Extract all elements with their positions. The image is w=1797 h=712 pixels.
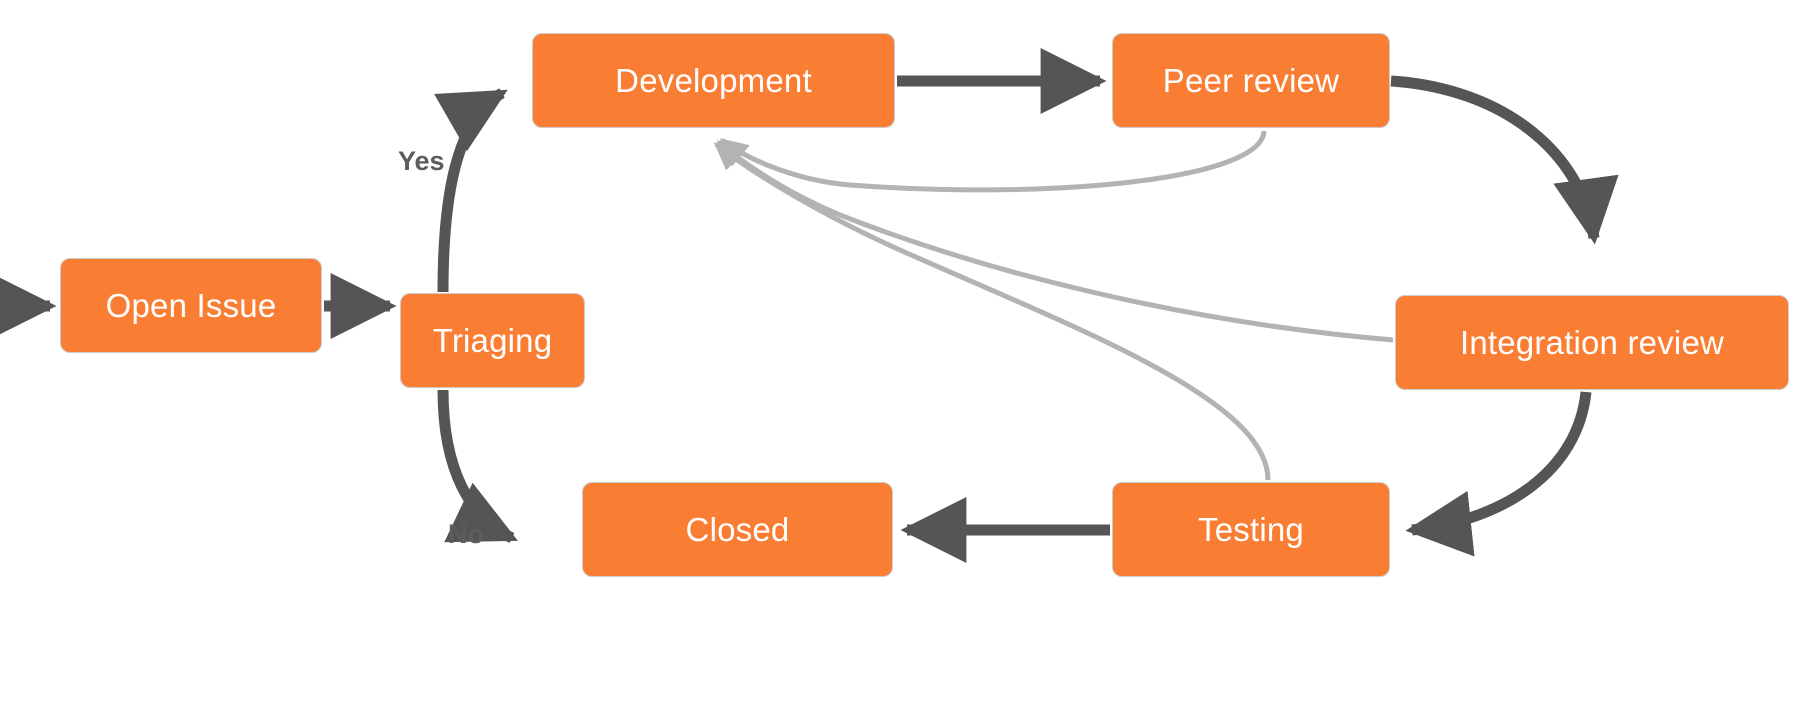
edge-peer-review-to-development bbox=[719, 130, 1267, 193]
node-label-triaging: Triaging bbox=[432, 322, 553, 359]
node-peer-review[interactable]: Peer review bbox=[1112, 33, 1390, 128]
node-development[interactable]: Development bbox=[532, 33, 895, 128]
node-integration-review[interactable]: Integration review bbox=[1395, 295, 1789, 390]
edge-triaging-to-closed bbox=[437, 389, 518, 543]
edge-integration-review-to-development bbox=[716, 140, 1394, 343]
node-triaging[interactable]: Triaging bbox=[400, 293, 585, 388]
node-label-open-issue: Open Issue bbox=[105, 287, 277, 324]
node-label-integration-review: Integration review bbox=[1459, 324, 1725, 361]
node-label-testing: Testing bbox=[1198, 511, 1304, 548]
edge-integration-review-to-testing bbox=[1405, 391, 1592, 557]
node-label-development: Development bbox=[615, 62, 812, 99]
node-testing[interactable]: Testing bbox=[1112, 482, 1390, 577]
edge-label-yes: Yes bbox=[398, 146, 445, 176]
edge-label-no: No bbox=[448, 519, 484, 549]
node-closed[interactable]: Closed bbox=[582, 482, 893, 577]
node-label-peer-review: Peer review bbox=[1162, 62, 1340, 99]
edge-triaging-to-development bbox=[434, 88, 508, 293]
edge-testing-to-development bbox=[713, 142, 1271, 481]
node-label-closed: Closed bbox=[685, 511, 790, 548]
edge-peer-review-to-integration-review bbox=[1390, 75, 1619, 245]
node-open-issue[interactable]: Open Issue bbox=[60, 258, 322, 353]
